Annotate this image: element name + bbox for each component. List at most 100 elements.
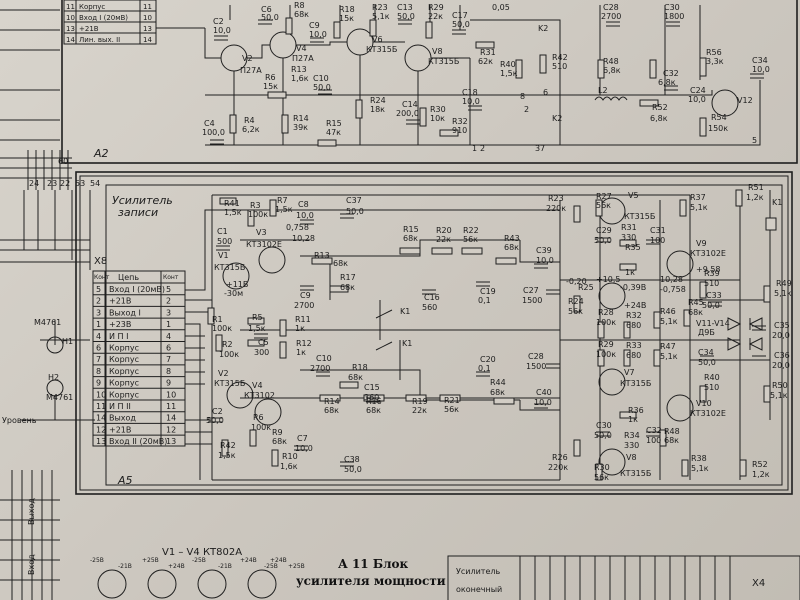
component-label: R29 bbox=[428, 3, 444, 12]
component-label: C30 bbox=[664, 3, 680, 12]
bottom-left-text: Выход bbox=[27, 498, 36, 525]
component-label: R6 bbox=[253, 413, 264, 422]
bottom-area: Выход Вход V1 – V4 КТ802А -25В-21В+25В+2… bbox=[0, 470, 800, 600]
connector-pin: 3 bbox=[96, 308, 101, 317]
component-label: 100к bbox=[251, 423, 271, 432]
component-label: C13 bbox=[397, 3, 413, 12]
connector-pin: 13 bbox=[66, 25, 75, 33]
connector-pin: 4 bbox=[166, 332, 171, 341]
connector-pin: 6 bbox=[96, 344, 101, 353]
component-label: C15 bbox=[364, 383, 380, 392]
component-label: 5,1к bbox=[660, 317, 678, 326]
voltage-label: +25В bbox=[142, 557, 159, 564]
connector-pin: 14 bbox=[66, 36, 75, 44]
component-label: R15 bbox=[326, 119, 342, 128]
component-label: R29 bbox=[598, 340, 614, 349]
connector-signal: Выход bbox=[109, 414, 136, 423]
relay-k1-coil bbox=[765, 217, 777, 231]
component-label: 50,0 bbox=[452, 20, 470, 29]
component-label: C34 bbox=[752, 56, 768, 65]
component-label: 68к bbox=[324, 406, 339, 415]
component-label: 1,6к bbox=[291, 74, 309, 83]
component-label: 1,5к bbox=[500, 69, 518, 78]
component-label: R52 bbox=[752, 460, 768, 469]
component-label: -0,20 bbox=[566, 277, 587, 286]
component-label: R20 bbox=[436, 226, 452, 235]
connector-pin: 10 bbox=[166, 390, 176, 399]
component-label: R32 bbox=[452, 117, 468, 126]
connector-pin: 11 bbox=[96, 402, 106, 411]
component-label: 22к bbox=[436, 235, 451, 244]
component-label: 47к bbox=[326, 128, 341, 137]
component-label: 68к bbox=[348, 373, 363, 382]
component-label: V12 bbox=[737, 96, 753, 105]
component-label: C40 bbox=[536, 388, 552, 397]
component-label: 68к bbox=[664, 436, 679, 445]
component-label: V1 bbox=[218, 251, 229, 260]
component-label: C16 bbox=[424, 293, 440, 302]
component-label: Д9Б bbox=[698, 328, 715, 337]
component-label: R12 bbox=[296, 339, 312, 348]
connector-pin: 8 bbox=[166, 367, 171, 376]
side-label: H1 bbox=[62, 337, 73, 346]
component-label: +24В bbox=[624, 301, 646, 310]
component-label: 220к bbox=[546, 204, 566, 213]
component-label: C4 bbox=[204, 119, 215, 128]
connector-signal: Вход I (20мВ) bbox=[79, 14, 128, 22]
component-label: 22к bbox=[428, 12, 443, 21]
component-label: 510 bbox=[552, 62, 567, 71]
component-label: КТ315Б bbox=[624, 212, 655, 221]
diode-bridge-symbol bbox=[727, 317, 763, 351]
component-label: П27А bbox=[240, 66, 262, 75]
component-label: 1к bbox=[628, 415, 638, 424]
component-label: 56к bbox=[594, 473, 609, 482]
component-label: 330 bbox=[621, 233, 636, 242]
component-label: 56к bbox=[596, 201, 611, 210]
component-label: V8 bbox=[626, 453, 637, 462]
component-label: 5 bbox=[752, 136, 757, 145]
transistor-v10-symbol bbox=[666, 394, 694, 422]
component-label: R46 bbox=[660, 307, 676, 316]
component-label: КТ3102Е bbox=[246, 240, 282, 249]
component-label: 500 bbox=[217, 237, 232, 246]
connector-signal: +21В bbox=[109, 425, 131, 434]
component-label: 39к bbox=[293, 123, 308, 132]
component-label: R28 bbox=[598, 308, 614, 317]
component-label: V2 bbox=[218, 369, 229, 378]
connector-pin: 11 bbox=[143, 3, 152, 11]
component-label: K2 bbox=[552, 114, 562, 123]
component-label: 10,0 bbox=[295, 444, 313, 453]
component-label: R41 bbox=[224, 199, 240, 208]
component-label: C29 bbox=[596, 226, 612, 235]
component-label: R50 bbox=[772, 381, 788, 390]
connector-signal: Корпус bbox=[109, 379, 139, 388]
transistor-v1-symbol bbox=[222, 262, 250, 290]
component-label: R16 bbox=[366, 397, 382, 406]
component-label: 10,0 bbox=[688, 95, 706, 104]
component-label: R51 bbox=[748, 183, 764, 192]
component-label: 1,5к bbox=[218, 451, 236, 460]
connector-pin: 13 bbox=[96, 437, 106, 446]
connector-pin: 7 bbox=[96, 355, 101, 364]
component-label: R40 bbox=[704, 373, 720, 382]
component-label: R38 bbox=[691, 454, 707, 463]
component-label: 5,1к bbox=[770, 391, 788, 400]
component-label: 50,0 bbox=[206, 416, 224, 425]
component-label: 10,0 bbox=[309, 30, 327, 39]
component-label: R52 bbox=[652, 103, 668, 112]
component-label: 1,6к bbox=[280, 462, 298, 471]
component-label: 3,3к bbox=[706, 57, 724, 66]
component-label: R42 bbox=[220, 441, 236, 450]
component-label: 56к bbox=[444, 405, 459, 414]
component-label: 680 bbox=[626, 321, 641, 330]
component-label: C28 bbox=[603, 3, 619, 12]
component-label: C14 bbox=[402, 100, 418, 109]
component-label: V4 bbox=[296, 44, 307, 53]
component-label: 62к bbox=[478, 57, 493, 66]
component-label: C19 bbox=[480, 287, 496, 296]
block-a2: A2 bbox=[61, 0, 798, 164]
component-label: V8 bbox=[432, 47, 443, 56]
component-label: C32 bbox=[646, 426, 662, 435]
